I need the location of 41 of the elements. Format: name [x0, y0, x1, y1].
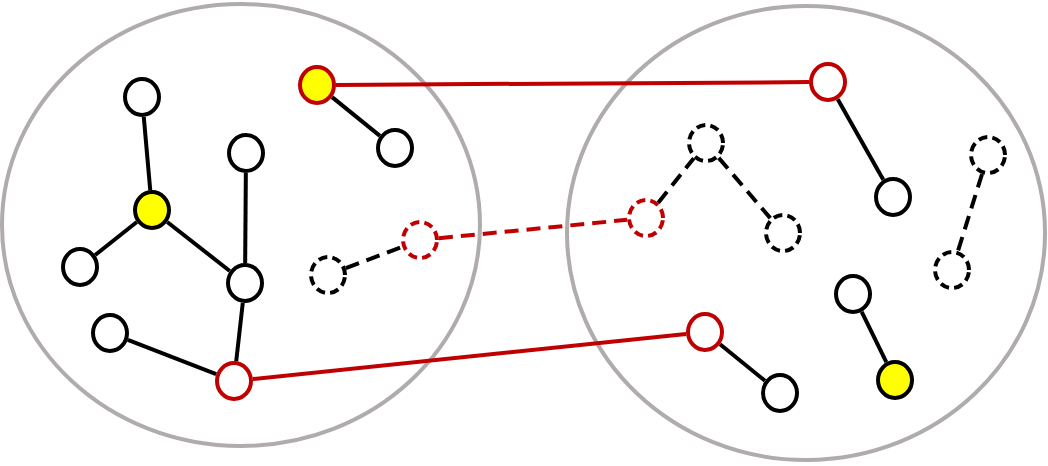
graph-node — [133, 190, 171, 230]
cluster-circle — [0, 2, 482, 448]
connector — [243, 173, 248, 264]
graph-node — [761, 373, 799, 413]
connector — [717, 156, 772, 220]
connector — [438, 217, 628, 241]
connector — [93, 220, 139, 257]
graph-node — [809, 62, 847, 102]
connector — [656, 157, 696, 204]
graph-node — [834, 274, 872, 314]
graph-node — [61, 247, 99, 287]
graph-node — [687, 123, 725, 163]
graph-node — [376, 128, 414, 168]
connector — [956, 173, 984, 252]
graph-node — [215, 361, 253, 401]
graph-node — [401, 220, 439, 260]
connector — [859, 310, 889, 364]
graph-node — [123, 77, 161, 117]
graph-node — [686, 312, 724, 352]
graph-node — [298, 65, 336, 105]
connector — [345, 244, 403, 271]
connector — [234, 302, 245, 362]
connector — [836, 98, 886, 181]
graph-node — [874, 177, 912, 217]
graph-node — [226, 263, 264, 303]
connector — [166, 220, 231, 273]
connector — [330, 95, 382, 138]
connector — [141, 116, 153, 191]
graph-node — [969, 135, 1007, 175]
connector — [127, 338, 217, 376]
connector — [336, 80, 809, 87]
graph-node — [309, 255, 347, 295]
graph-node — [627, 198, 665, 238]
graph-node — [764, 213, 802, 253]
connector — [718, 342, 767, 383]
cluster-circle — [565, 4, 1047, 462]
graph-node — [876, 360, 914, 400]
graph-node — [933, 250, 971, 290]
connector — [252, 332, 687, 382]
graph-node — [227, 133, 265, 173]
graph-node — [91, 313, 129, 353]
